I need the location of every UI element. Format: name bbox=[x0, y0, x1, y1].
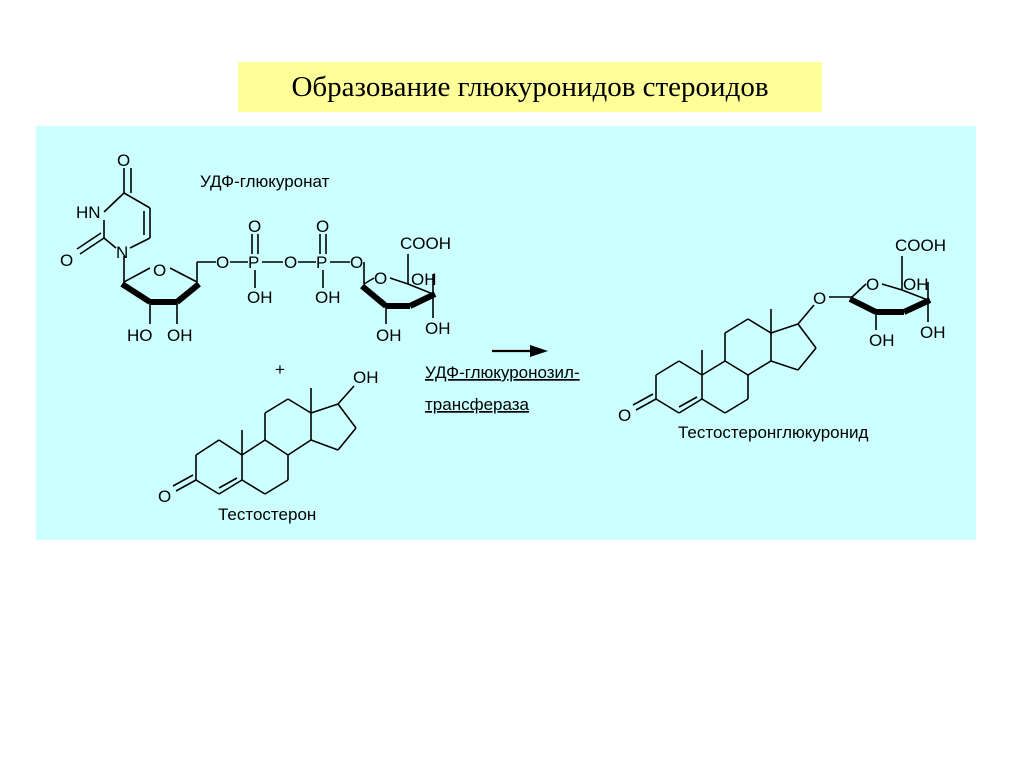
svg-text:OH: OH bbox=[315, 288, 341, 307]
testosterone-label: Тестостерон bbox=[218, 505, 316, 524]
svg-text:OH: OH bbox=[411, 270, 437, 289]
svg-text:OH: OH bbox=[920, 323, 946, 342]
svg-text:O: O bbox=[618, 406, 631, 425]
svg-text:OH: OH bbox=[353, 368, 379, 387]
svg-text:O: O bbox=[316, 217, 329, 236]
svg-text:N: N bbox=[116, 243, 128, 262]
svg-text:OH: OH bbox=[869, 331, 895, 350]
svg-text:O: O bbox=[117, 151, 130, 170]
reaction-panel bbox=[36, 126, 976, 540]
testosterone-structure bbox=[172, 385, 357, 495]
svg-text:OH: OH bbox=[903, 275, 929, 294]
svg-text:O: O bbox=[216, 253, 229, 272]
svg-text:COOH: COOH bbox=[400, 234, 451, 253]
product-structure bbox=[632, 256, 932, 414]
product-atom-labels: O O COOH OH OH OH O bbox=[618, 236, 946, 425]
product-label: Тестостеронглюкуронид bbox=[678, 423, 869, 442]
slide-title: Образование глюкуронидов стероидов bbox=[238, 62, 822, 112]
enzyme-label-line1: УДФ-глюкуронозил- bbox=[425, 363, 580, 382]
svg-text:HO: HO bbox=[127, 326, 153, 345]
svg-text:O: O bbox=[158, 487, 171, 506]
svg-text:O: O bbox=[284, 253, 297, 272]
svg-text:OH: OH bbox=[425, 319, 451, 338]
udp-atom-labels: O HN N O O HO OH O P O OH O P O OH O COO… bbox=[60, 151, 451, 345]
reaction-arrow bbox=[492, 345, 548, 357]
testosterone-atom-labels: OH O bbox=[158, 368, 379, 506]
plus-sign: + bbox=[275, 360, 285, 379]
svg-text:OH: OH bbox=[247, 288, 273, 307]
enzyme-label-line2: трансфераза bbox=[425, 395, 530, 414]
svg-text:OH: OH bbox=[167, 326, 193, 345]
svg-text:P: P bbox=[248, 253, 259, 272]
svg-text:O: O bbox=[866, 275, 879, 294]
svg-text:O: O bbox=[248, 217, 261, 236]
svg-text:O: O bbox=[60, 251, 73, 270]
udp-glucuronate-structure bbox=[76, 168, 437, 324]
svg-text:O: O bbox=[350, 253, 363, 272]
svg-text:O: O bbox=[813, 289, 826, 308]
svg-text:O: O bbox=[374, 269, 387, 288]
svg-text:HN: HN bbox=[76, 203, 101, 222]
svg-text:P: P bbox=[316, 253, 327, 272]
udp-glucuronate-label: УДФ-глюкуронат bbox=[200, 172, 330, 191]
svg-text:OH: OH bbox=[376, 326, 402, 345]
svg-text:O: O bbox=[153, 261, 166, 280]
svg-text:COOH: COOH bbox=[895, 236, 946, 255]
